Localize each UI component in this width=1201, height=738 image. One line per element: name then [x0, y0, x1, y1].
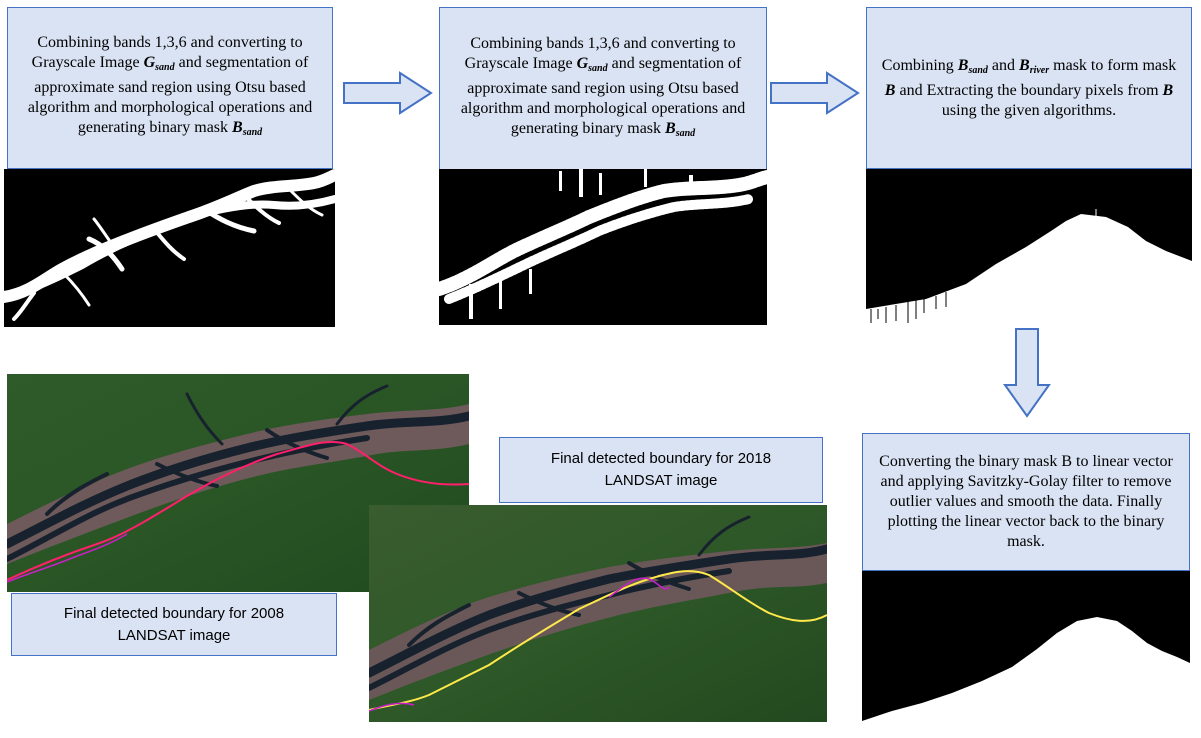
step2-box: Combining bands 1,3,6 and converting to … [439, 7, 767, 171]
binary-mask-bsand-noisy-image [439, 169, 767, 325]
step3-text: Combining Bsand and Briver mask to form … [881, 56, 1177, 119]
caption-2018-box: Final detected boundary for 2018 LANDSAT… [499, 437, 823, 503]
landsat-2018-image [369, 505, 827, 722]
step1-box: Combining bands 1,3,6 and converting to … [7, 7, 333, 169]
caption-2018-text: Final detected boundary for 2018 LANDSAT… [550, 450, 772, 489]
step2-text: Combining bands 1,3,6 and converting to … [460, 35, 746, 139]
step1-text: Combining bands 1,3,6 and converting to … [27, 34, 313, 138]
step3-box: Combining Bsand and Briver mask to form … [866, 7, 1192, 169]
right-arrow-2 [770, 71, 860, 115]
caption-2008-text: Final detected boundary for 2008 LANDSAT… [63, 604, 285, 644]
caption-2008-box: Final detected boundary for 2008 LANDSAT… [11, 593, 337, 656]
down-arrow [1003, 328, 1051, 418]
binary-mask-bsand-image [4, 169, 335, 327]
smoothed-mask-image [862, 571, 1190, 724]
right-arrow-1 [343, 71, 433, 115]
mask-b-boundary-image [866, 169, 1192, 323]
step4-box: Converting the binary mask B to linear v… [862, 433, 1190, 571]
step4-text: Converting the binary mask B to linear v… [879, 453, 1173, 550]
